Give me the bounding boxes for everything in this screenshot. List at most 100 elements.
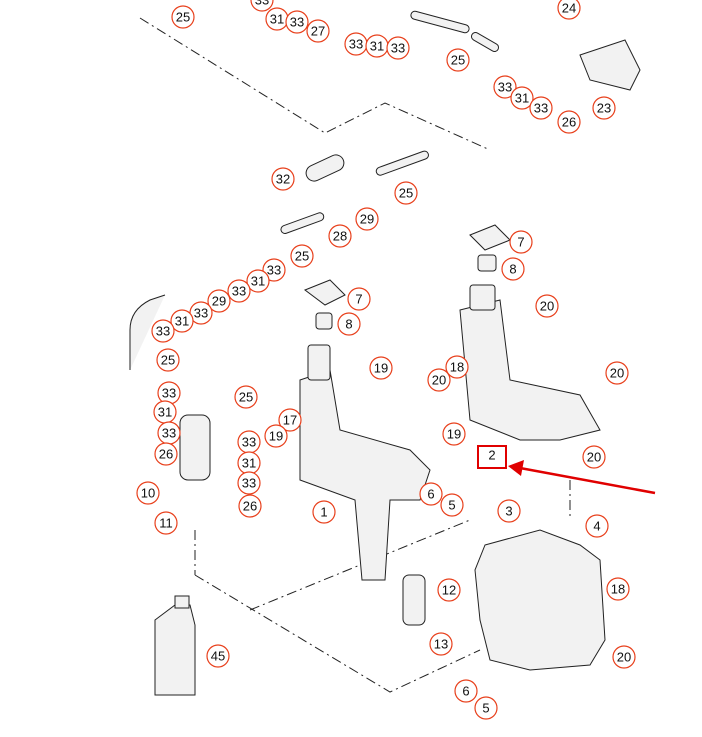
callout-31: 31: [365, 34, 389, 58]
callout-number: 17: [283, 413, 297, 428]
callout-number: 8: [345, 317, 352, 332]
callout-27: 27: [306, 19, 330, 43]
callout-number: 2: [488, 448, 495, 463]
callout-number: 33: [290, 15, 304, 30]
callout-number: 33: [255, 0, 269, 8]
callout-33: 33: [262, 258, 286, 282]
washer-reservoir: [474, 529, 606, 671]
callout-number: 6: [462, 684, 469, 699]
callout-number: 33: [349, 37, 363, 52]
callout-20: 20: [605, 361, 629, 385]
callout-number: 26: [243, 499, 257, 514]
callout-number: 6: [427, 487, 434, 502]
callout-number: 33: [498, 80, 512, 95]
callout-number: 33: [242, 476, 256, 491]
callout-number: 31: [515, 91, 529, 106]
callout-number: 19: [374, 361, 388, 376]
callout-number: 31: [270, 12, 284, 27]
callout-number: 33: [391, 41, 405, 56]
callout-3: 3: [497, 499, 521, 523]
callout-number: 33: [156, 324, 170, 339]
callout-26: 26: [557, 110, 581, 134]
callout-6: 6: [419, 482, 443, 506]
fluid-bottle: [154, 604, 196, 696]
callout-number: 10: [141, 486, 155, 501]
callout-31: 31: [170, 309, 194, 333]
callout-18: 18: [606, 577, 630, 601]
callout-number: 13: [434, 637, 448, 652]
callout-33: 33: [157, 381, 181, 405]
callout-19: 19: [442, 422, 466, 446]
callout-number: 45: [211, 649, 225, 664]
callout-45: 45: [206, 644, 230, 668]
callout-31: 31: [510, 86, 534, 110]
callout-18: 18: [445, 355, 469, 379]
callout-20: 20: [582, 445, 606, 469]
callout-33: 33: [189, 301, 213, 325]
callout-24: 24: [557, 0, 581, 20]
callout-number: 18: [611, 582, 625, 597]
callout-33: 33: [157, 421, 181, 445]
callout-20: 20: [535, 294, 559, 318]
callout-number: 25: [239, 390, 253, 405]
callout-12: 12: [437, 578, 461, 602]
callout-number: 33: [194, 306, 208, 321]
callout-number: 26: [159, 447, 173, 462]
callout-number: 29: [212, 294, 226, 309]
callout-33: 33: [386, 36, 410, 60]
callout-23: 23: [592, 96, 616, 120]
callout-5: 5: [440, 493, 464, 517]
callout-25: 25: [290, 244, 314, 268]
callout-number: 18: [450, 360, 464, 375]
callout-33: 33: [151, 319, 175, 343]
callout-33: 33: [227, 279, 251, 303]
callout-number: 4: [593, 519, 600, 534]
callout-33: 33: [237, 471, 261, 495]
callout-31: 31: [246, 269, 270, 293]
callout-11: 11: [154, 511, 178, 535]
callout-number: 31: [158, 405, 172, 420]
hose-piece: [305, 154, 345, 182]
callout-33: 33: [493, 75, 517, 99]
callout-31: 31: [265, 7, 289, 31]
parts-drawings: [129, 10, 641, 696]
callout-number: 31: [242, 456, 256, 471]
callout-25: 25: [446, 48, 470, 72]
callout-number: 1: [320, 505, 327, 520]
callout-number: 5: [448, 498, 455, 513]
callout-20: 20: [427, 368, 451, 392]
callout-29: 29: [355, 207, 379, 231]
callout-number: 32: [276, 172, 290, 187]
callout-number: 33: [232, 284, 246, 299]
callout-28: 28: [328, 224, 352, 248]
callout-26: 26: [154, 442, 178, 466]
callout-10: 10: [136, 481, 160, 505]
callout-31: 31: [153, 400, 177, 424]
callout-number: 29: [360, 212, 374, 227]
callout-number: 20: [432, 373, 446, 388]
callout-8: 8: [501, 257, 525, 281]
assembly-dash-lines: [139, 17, 571, 693]
callout-number: 20: [617, 650, 631, 665]
callout-26: 26: [238, 494, 262, 518]
callout-number: 8: [509, 262, 516, 277]
highlight-box: [477, 445, 507, 469]
callout-number: 20: [587, 450, 601, 465]
callout-6: 6: [454, 679, 478, 703]
callout-number: 19: [269, 429, 283, 444]
corrugated-hose: [375, 150, 429, 176]
callout-number: 33: [162, 426, 176, 441]
callout-number: 33: [267, 263, 281, 278]
callout-number: 7: [517, 235, 524, 250]
callout-number: 31: [175, 314, 189, 329]
callout-number: 25: [161, 353, 175, 368]
callout-number: 25: [451, 53, 465, 68]
callout-25: 25: [394, 181, 418, 205]
callout-17: 17: [278, 408, 302, 432]
callout-number: 26: [562, 115, 576, 130]
callout-19: 19: [264, 424, 288, 448]
callout-number: 28: [333, 229, 347, 244]
callout-number: 33: [242, 435, 256, 450]
